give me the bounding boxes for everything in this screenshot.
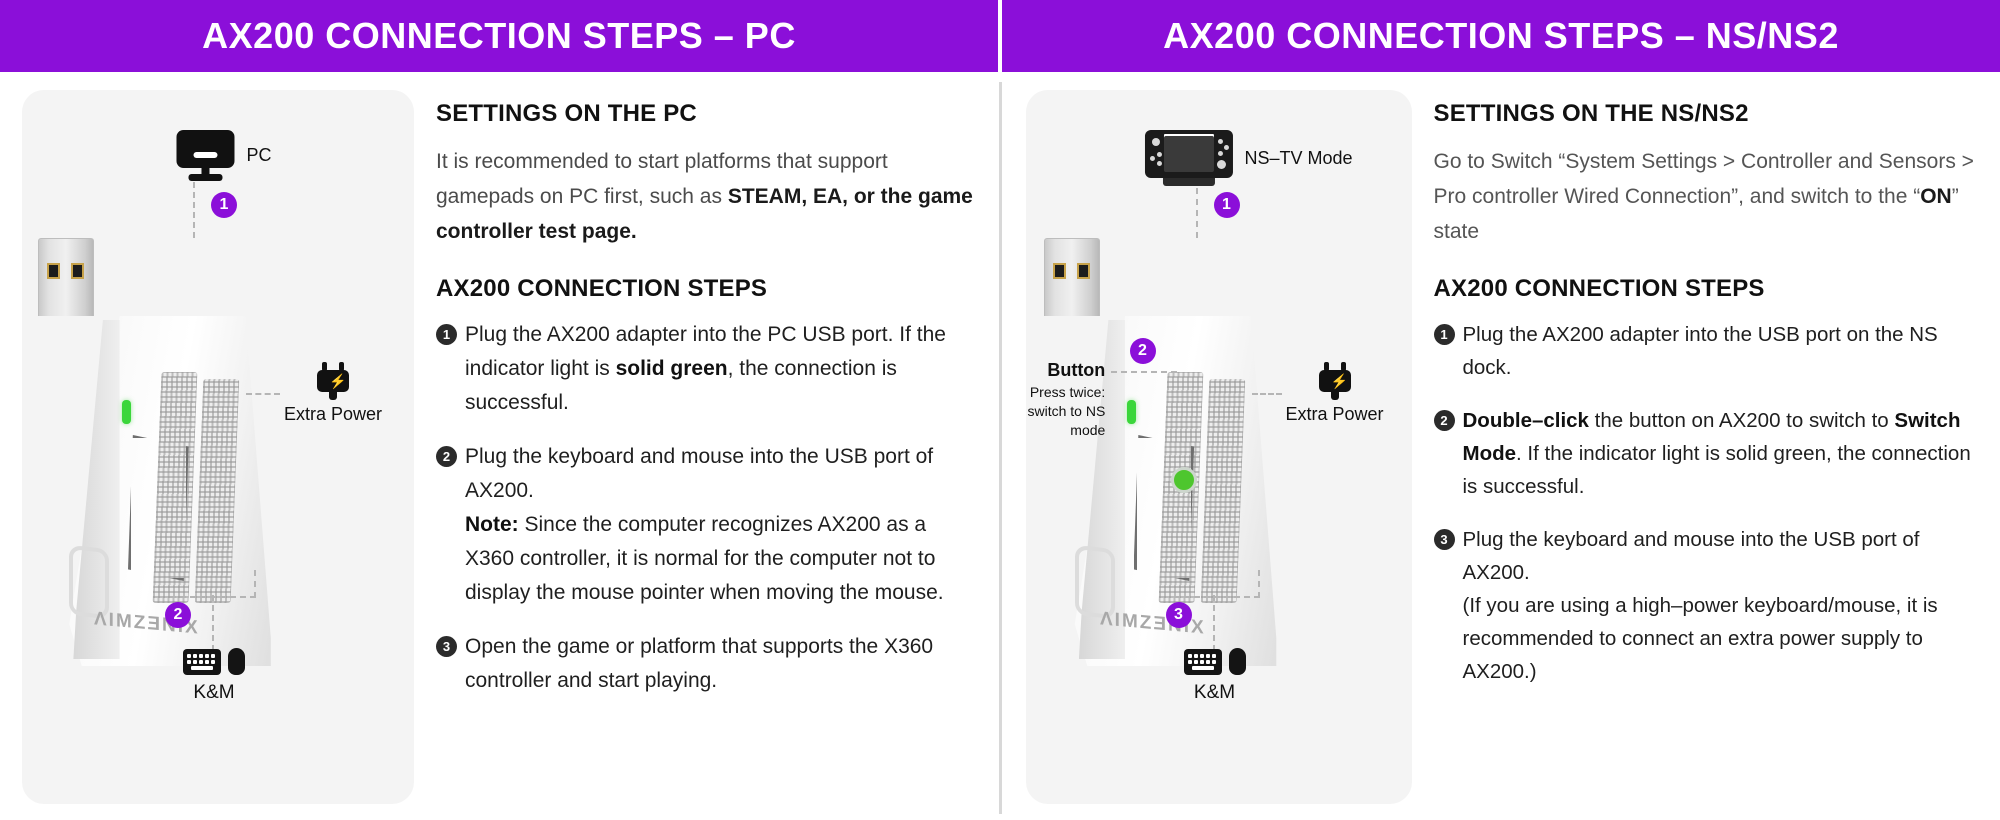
badge-step-2: 2 [165,602,191,628]
connector-line-top [1195,188,1198,238]
pc-intro-text: It is recommended to start platforms tha… [436,144,977,249]
step-text-bold: solid green [615,357,728,381]
step-text-mid: the button on AX200 to switch to [1588,409,1895,433]
button-callout-label: Button [1047,360,1106,380]
bottom-bracket [1173,570,1260,598]
step-text-pre: Plug the AX200 adapter into the PC USB p… [465,323,946,381]
step-text-bold2: Switch Mode [1462,409,1961,466]
monitor-icon [176,130,235,181]
ns-intro-text: Go to Switch “System Settings > Controll… [1434,144,1979,249]
mode-button-icon [1171,466,1198,493]
list-item: 2 Double–click the button on AX200 to sw… [1433,404,1979,503]
text-column-ns: SETTINGS ON THE NS/NS2 Go to Switch “Sys… [1426,90,2000,820]
ns-intro-bold: ON [1920,184,1952,208]
step-text-post: , the connection is successful. [465,357,897,415]
list-item: 3 Plug the keyboard and mouse into the U… [1433,523,1979,688]
list-item: 1 Plug the AX200 adapter into the PC USB… [436,318,977,420]
step-text: Plug the keyboard and mouse into the USB… [465,440,977,610]
panel-pc: PC 1 [0,72,999,820]
step-number: 3 [436,636,457,658]
header-bar: AX200 CONNECTION STEPS – PC AX200 CONNEC… [0,0,2000,72]
ns-steps-list: 1 Plug the AX200 adapter into the USB po… [1433,318,1979,688]
step-number: 3 [1433,529,1455,551]
list-item: 3 Open the game or platform that support… [436,630,977,698]
led-indicator-icon [121,400,131,424]
keyboard-mouse-group: K&M [183,648,245,704]
ns-steps-title: AX200 CONNECTION STEPS [1433,274,1765,302]
km-label: K&M [193,682,235,703]
pc-intro-part1: It is recommended to start platforms tha… [436,149,888,208]
header-divider [998,0,1002,72]
step-text-post: Since the computer recognizes AX200 as a… [465,513,944,605]
connector-line-top [193,182,195,238]
mouse-icon [1228,648,1246,675]
step-number: 2 [1433,410,1455,432]
panel-divider [998,82,1002,814]
list-item: 2 Plug the keyboard and mouse into the U… [436,440,977,610]
badge-step-3: 3 [1165,602,1192,628]
ax200-adapter-illustration: ΛIMZƎNIX [38,238,288,666]
step-text-post: . If the indicator light is solid green,… [1462,442,1971,499]
step-number: 1 [436,324,457,346]
ns-device-group: NS–TV Mode [1144,130,1353,186]
step-text-bold: Note: [465,513,519,537]
button-callout-sub: Press twice: switch to NS mode [1027,384,1106,438]
pc-steps-list: 1 Plug the AX200 adapter into the PC USB… [436,318,977,698]
step-text-pre: Plug the keyboard and mouse into the USB… [465,445,934,503]
button-callout: Button Press twice: switch to NS mode [1028,360,1178,440]
step-number: 2 [436,446,457,468]
led-indicator-icon [1127,400,1137,424]
diagram-card-pc: PC 1 [22,90,414,804]
pc-settings-title: SETTINGS ON THE PC [436,100,697,127]
extra-power-callout: ⚡ Extra Power [1251,362,1384,425]
ns-intro-part1: Go to Switch “System Settings > Controll… [1433,149,1974,208]
panel-ns: NS–TV Mode 1 [1002,72,2000,820]
connector-line-bottom [1212,595,1215,651]
nintendo-switch-icon [1144,130,1233,178]
km-label: K&M [1193,682,1236,703]
list-item: 1 Plug the AX200 adapter into the USB po… [1433,318,1979,384]
step-text: Plug the keyboard and mouse into the USB… [1462,528,1938,684]
header-right-title: AX200 CONNECTION STEPS – NS/NS2 [1163,15,1839,56]
step-number: 1 [1433,324,1455,346]
ns-device-label: NS–TV Mode [1244,147,1353,168]
keyboard-icon [183,648,221,675]
badge-step-2: 2 [1129,338,1156,364]
badge-step-1: 1 [211,192,237,218]
ns-intro-part2: ” state [1433,184,1959,243]
pc-device-label: PC [246,144,272,165]
header-right: AX200 CONNECTION STEPS – NS/NS2 [1002,0,2000,72]
mouse-icon [228,648,245,675]
step-text: Double–click the button on AX200 to swit… [1463,404,1979,503]
power-plug-icon: ⚡ [1317,362,1353,400]
text-column-pc: SETTINGS ON THE PC It is recommended to … [428,90,999,820]
pc-steps-title: AX200 CONNECTION STEPS [436,274,768,302]
usb-connector [38,238,94,316]
step-text: Plug the AX200 adapter into the USB port… [1462,323,1938,380]
header-left-title: AX200 CONNECTION STEPS – PC [202,15,796,56]
keyboard-icon [1183,648,1222,675]
bottom-bracket [170,570,256,598]
keyboard-mouse-group: K&M [1183,648,1246,704]
extra-power-label: Extra Power [284,404,383,424]
panels-container: PC 1 [0,72,2000,820]
pc-intro-bold: STEAM, EA, or the game controller test p… [436,184,973,243]
ns-settings-title: SETTINGS ON THE NS/NS2 [1433,100,1749,127]
step-text-bold: Double–click [1462,409,1589,433]
step-text: Plug the AX200 adapter into the PC USB p… [465,318,977,420]
step-text: Open the game or platform that supports … [465,635,934,693]
pc-device-group: PC [176,130,272,181]
extra-power-callout: ⚡ Extra Power [246,362,382,425]
power-plug-icon: ⚡ [315,362,351,400]
badge-step-1: 1 [1213,192,1240,218]
usb-connector [1043,238,1100,316]
extra-power-label: Extra Power [1285,404,1384,424]
diagram-card-ns: NS–TV Mode 1 [1025,90,1412,804]
header-left: AX200 CONNECTION STEPS – PC [0,0,998,72]
connector-line-bottom [212,595,214,651]
